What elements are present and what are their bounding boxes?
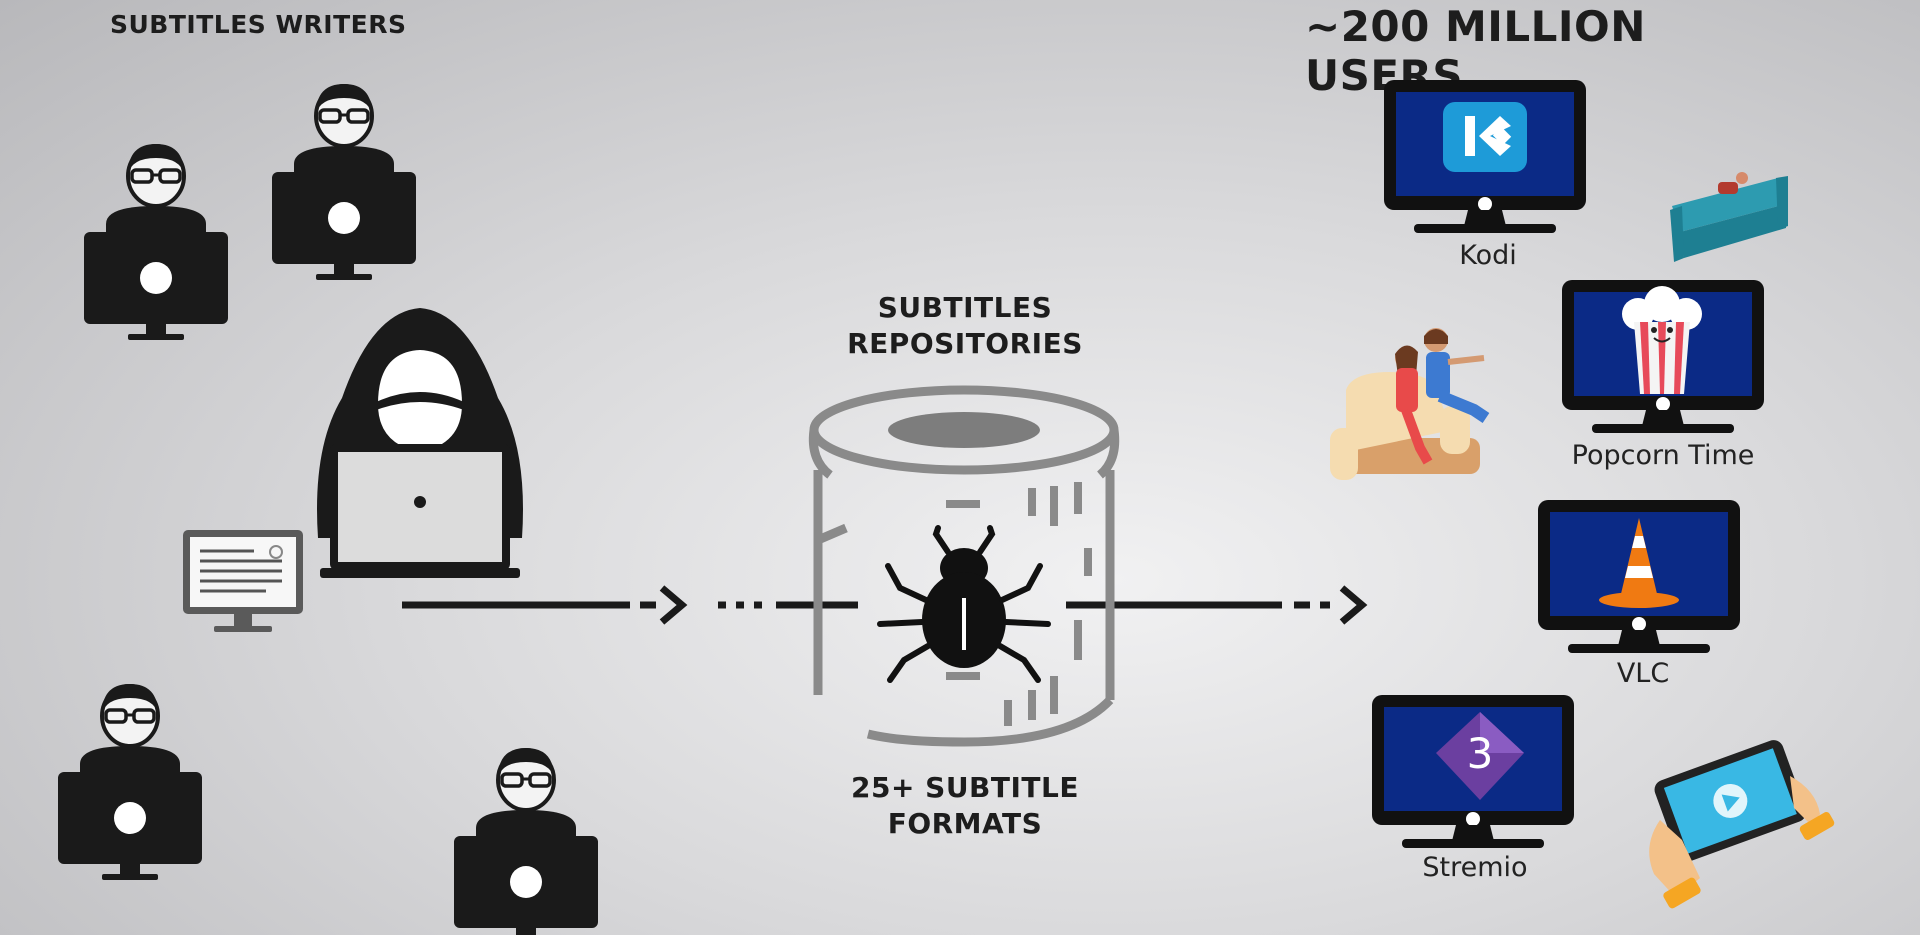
app-label-vlc: VLC [1616, 658, 1670, 689]
writer-icon [270, 82, 418, 282]
app-label-stremio: Stremio [1422, 852, 1528, 883]
repositories-label-line1: SUBTITLES [877, 291, 1053, 324]
formats-label-line1: 25+ SUBTITLE [850, 771, 1079, 804]
writers-title: SUBTITLES WRITERS [110, 10, 407, 39]
formats-label: 25+ SUBTITLE FORMATS [820, 770, 1110, 842]
tv-icon-stremio: 3 [1372, 695, 1574, 848]
couch-icon [1670, 172, 1788, 262]
writer-icon [452, 746, 600, 935]
arrow-repositories-to-users [1066, 585, 1368, 625]
hacker-icon [317, 308, 523, 578]
tablet-hands-icon [1649, 740, 1835, 909]
couple-on-sofa-icon [1330, 328, 1490, 480]
kodi-logo-icon [1443, 102, 1527, 172]
database-icon [808, 385, 1120, 747]
formats-label-line2: FORMATS [887, 807, 1043, 840]
arrow-writers-to-repositories [402, 585, 688, 625]
writer-icon [82, 142, 230, 342]
app-label-kodi: Kodi [1459, 240, 1517, 271]
svg-text:3: 3 [1467, 729, 1494, 778]
bug-icon [877, 525, 1051, 683]
tv-icon-vlc [1538, 500, 1740, 653]
writer-icon [56, 682, 204, 882]
tv-icon-popcorn-time [1562, 280, 1764, 433]
vlc-cone-icon [1599, 518, 1679, 608]
stremio-logo-icon: 3 [1436, 712, 1524, 800]
users-title: ~200 MILLION USERS [1305, 2, 1646, 100]
popcorn-icon [1622, 286, 1702, 394]
repositories-label: SUBTITLES REPOSITORIES [820, 290, 1110, 362]
app-label-popcorn-time: Popcorn Time [1571, 440, 1755, 471]
tv-icon-kodi [1384, 80, 1586, 233]
repositories-label-line2: REPOSITORIES [847, 327, 1083, 360]
document-monitor-icon [183, 530, 303, 632]
